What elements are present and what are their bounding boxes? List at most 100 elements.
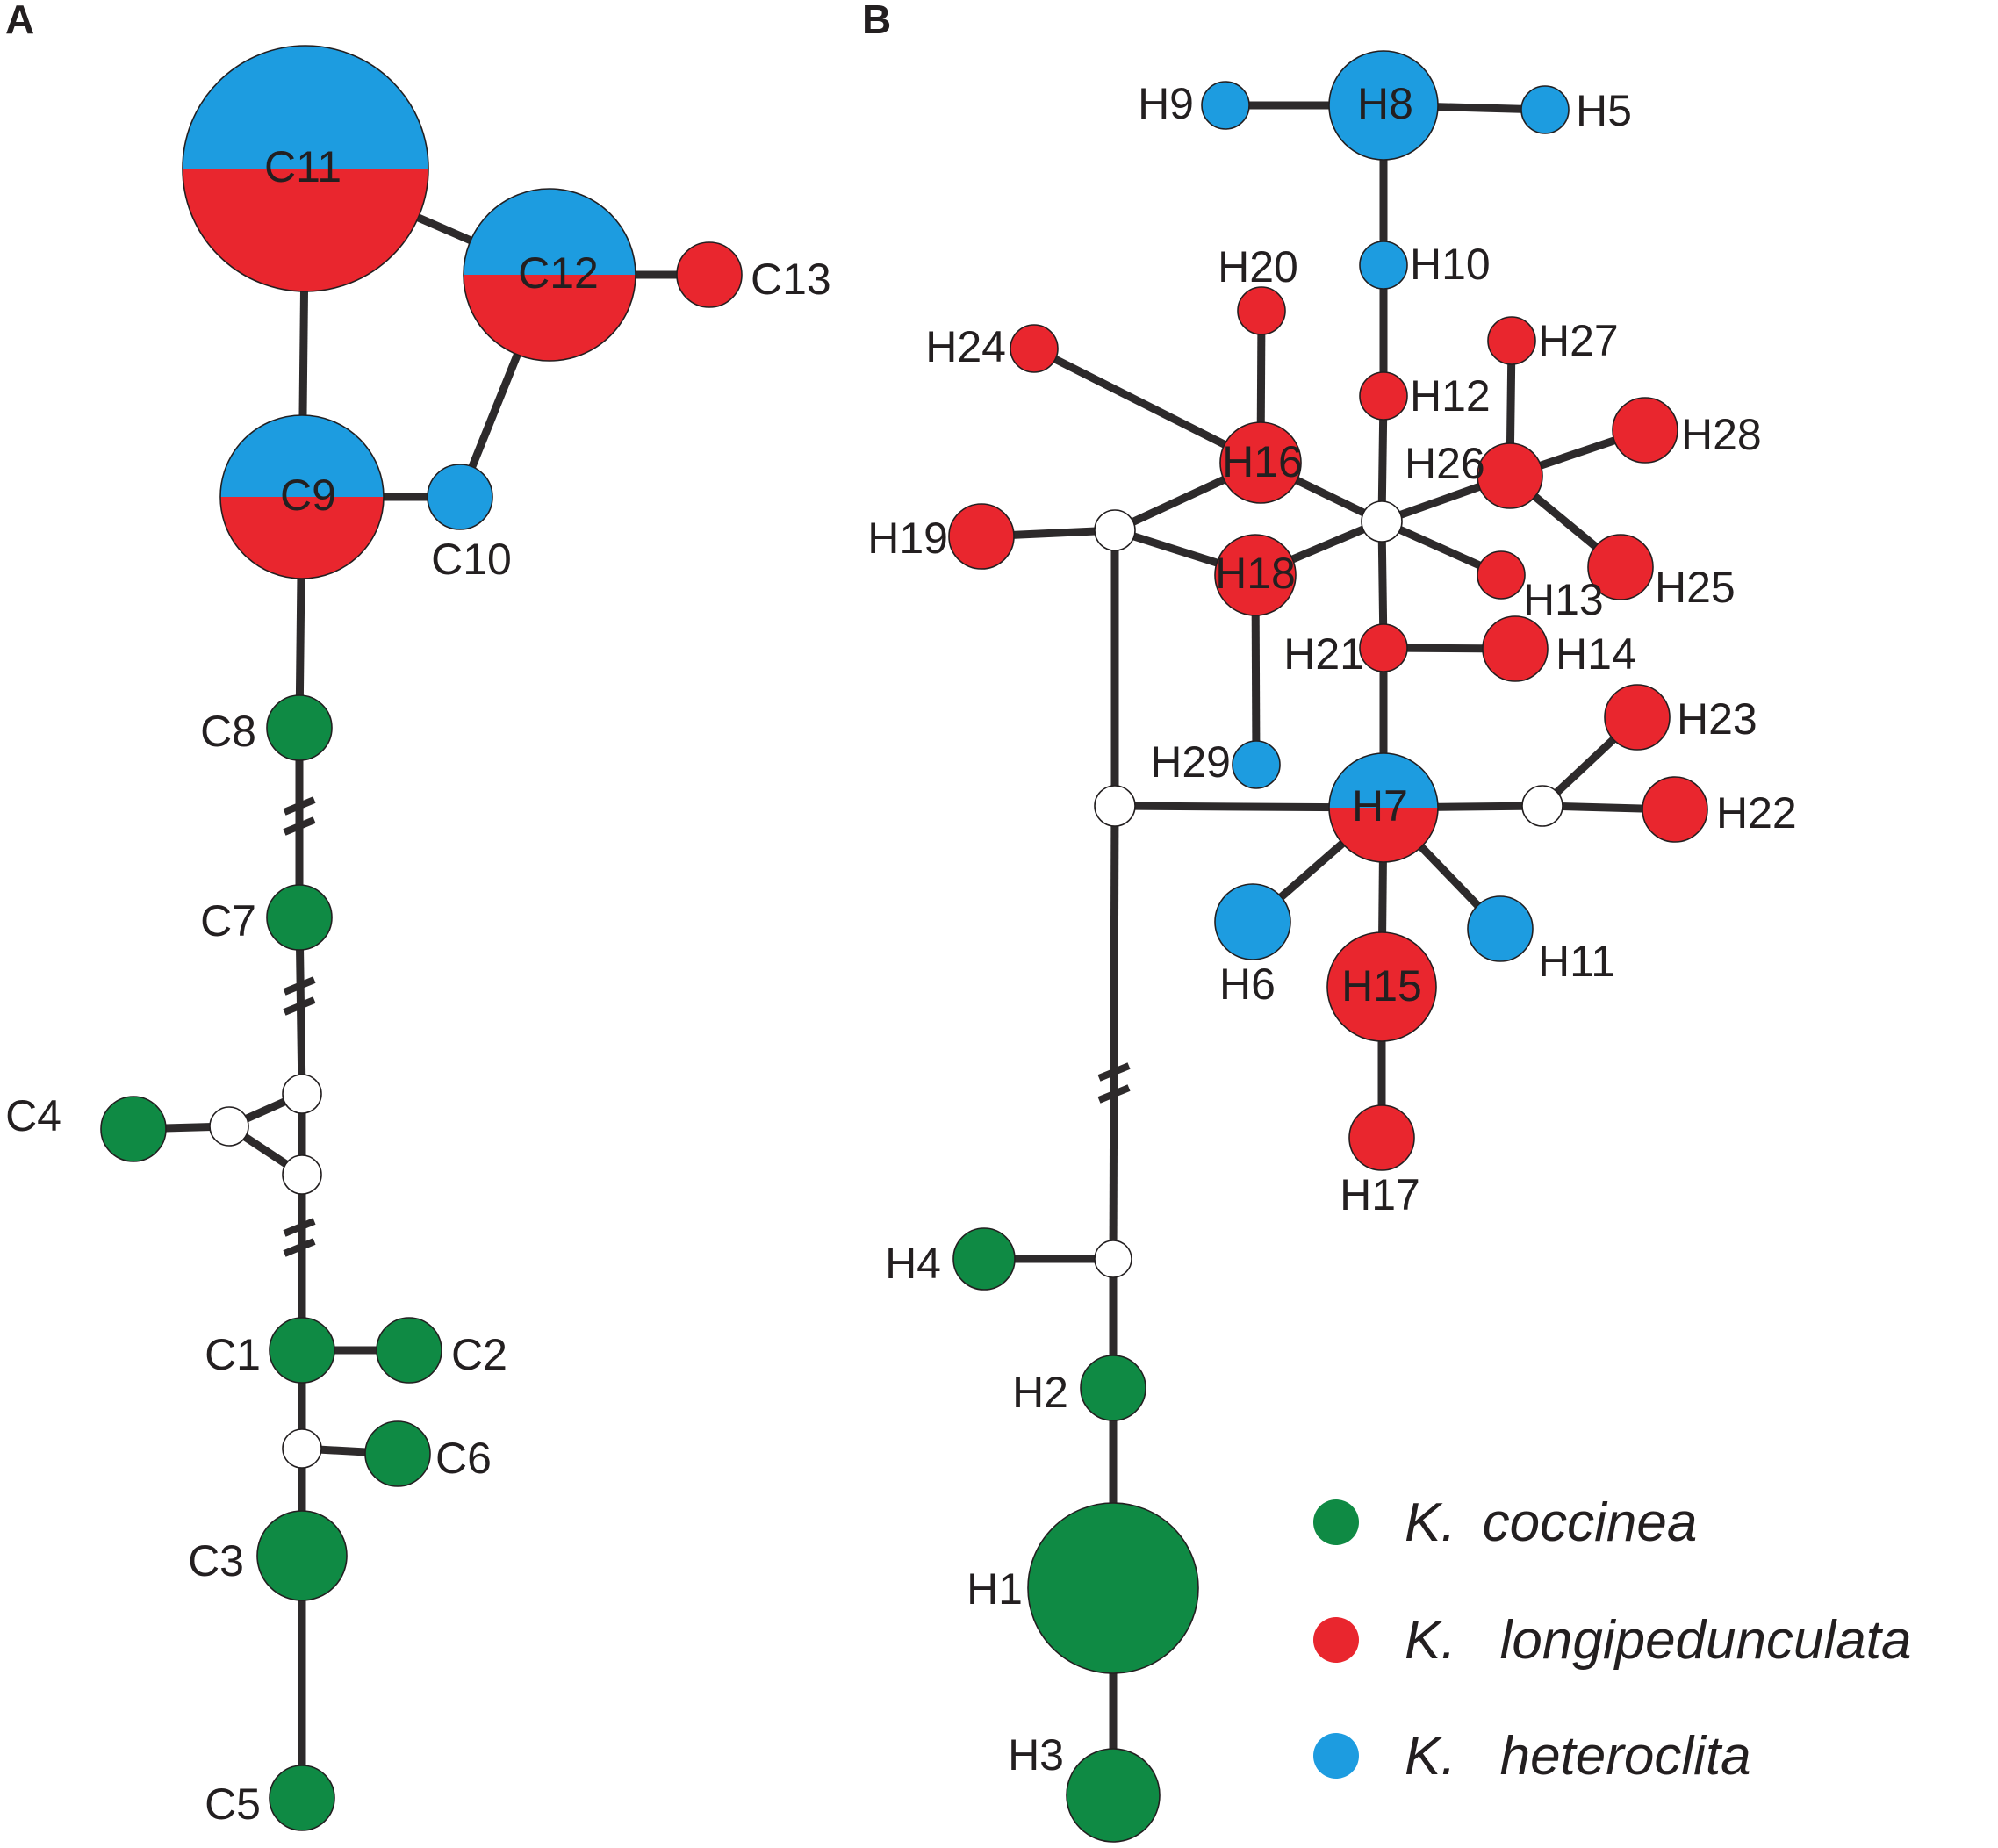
node-circle bbox=[1348, 1104, 1415, 1171]
legend-genus-longipedunculata: K. bbox=[1405, 1610, 1456, 1671]
node-circle bbox=[1232, 740, 1281, 789]
median-vertex bbox=[1094, 1240, 1132, 1278]
haplotype-label-h22: H22 bbox=[1716, 788, 1797, 838]
haplotype-node-h28 bbox=[1612, 397, 1678, 464]
panel-a-letter: A bbox=[5, 0, 34, 42]
haplotype-node-c7 bbox=[266, 884, 333, 951]
haplotype-label-h1: H1 bbox=[967, 1564, 1023, 1614]
node-circle bbox=[1487, 316, 1536, 365]
node-circle bbox=[1477, 550, 1526, 600]
haplotype-label-c7: C7 bbox=[200, 896, 256, 946]
node-circle bbox=[1359, 371, 1408, 421]
legend-item-coccinea: K. coccinea bbox=[1313, 1492, 1697, 1553]
legend-swatch-coccinea bbox=[1313, 1499, 1359, 1545]
node-circle bbox=[1219, 421, 1302, 504]
node-upper-half bbox=[1329, 753, 1438, 808]
median-vertex bbox=[1361, 500, 1403, 543]
haplotype-node-h1 bbox=[1027, 1502, 1199, 1674]
node-circle bbox=[1066, 1748, 1161, 1843]
haplotype-node-c1 bbox=[269, 1317, 335, 1384]
haplotype-node-c13 bbox=[676, 241, 743, 308]
node-circle bbox=[1359, 623, 1408, 672]
legend-species-longipedunculata: longipedunculata bbox=[1500, 1610, 1912, 1671]
haplotype-label-h19: H19 bbox=[867, 514, 948, 563]
haplotype-node-h22 bbox=[1642, 776, 1708, 843]
haplotype-label-h21: H21 bbox=[1283, 629, 1364, 679]
node-lower-half bbox=[464, 275, 636, 361]
legend-genus-coccinea: K. bbox=[1405, 1492, 1456, 1553]
haplotype-node-h24 bbox=[1010, 324, 1059, 373]
haplotype-label-h26: H26 bbox=[1405, 439, 1485, 488]
svg-text:K.heteroclita: K.heteroclita bbox=[1405, 1726, 1751, 1787]
node-upper-half bbox=[464, 189, 636, 275]
panel-b-letter: B bbox=[862, 0, 891, 42]
node-circle bbox=[1201, 81, 1250, 130]
legend-item-longipedunculata: K. longipedunculata bbox=[1313, 1610, 1911, 1671]
node-circle bbox=[1477, 442, 1543, 509]
haplotype-node-h2 bbox=[1080, 1355, 1146, 1421]
haplotype-label-h4: H4 bbox=[885, 1239, 941, 1288]
haplotype-label-c3: C3 bbox=[188, 1536, 244, 1586]
haplotype-label-h9: H9 bbox=[1138, 79, 1194, 128]
haplotype-node-h16 bbox=[1219, 421, 1302, 504]
haplotype-label-h8: H8 bbox=[1357, 79, 1413, 128]
haplotype-label-h13: H13 bbox=[1523, 575, 1604, 624]
haplotype-node-h4 bbox=[952, 1227, 1016, 1291]
node-circle bbox=[266, 884, 333, 951]
node-outline bbox=[463, 188, 636, 362]
haplotype-label-c13: C13 bbox=[751, 255, 831, 304]
haplotype-node-h25 bbox=[1587, 534, 1654, 600]
haplotype-node-h21 bbox=[1359, 623, 1408, 672]
haplotype-label-h25: H25 bbox=[1655, 563, 1736, 612]
haplotype-node-h20 bbox=[1237, 286, 1286, 335]
haplotype-node-h7 bbox=[1328, 752, 1439, 863]
haplotype-node-h5 bbox=[1520, 85, 1570, 134]
haplotype-label-c11: C11 bbox=[264, 142, 341, 191]
haplotype-node-h29 bbox=[1232, 740, 1281, 789]
haplotype-label-c12: C12 bbox=[518, 248, 599, 298]
node-circle bbox=[1467, 895, 1534, 962]
haplotype-node-h13 bbox=[1477, 550, 1526, 600]
haplotype-node-c6 bbox=[364, 1420, 431, 1487]
haplotype-node-h26 bbox=[1477, 442, 1543, 509]
node-circle bbox=[1237, 286, 1286, 335]
haplotype-label-h28: H28 bbox=[1681, 410, 1762, 459]
legend-genus-heteroclita: K. bbox=[1405, 1726, 1456, 1787]
break-mark bbox=[1097, 1062, 1131, 1082]
median-vertex bbox=[282, 1074, 322, 1114]
haplotype-node-h18 bbox=[1214, 534, 1297, 616]
haplotype-label-h2: H2 bbox=[1012, 1368, 1068, 1417]
node-circle bbox=[266, 694, 333, 761]
haplotype-node-c8 bbox=[266, 694, 333, 761]
haplotype-node-c5 bbox=[269, 1765, 335, 1831]
haplotype-node-h10 bbox=[1359, 241, 1408, 290]
node-lower-half bbox=[1329, 808, 1438, 862]
haplotype-node-c10 bbox=[427, 464, 493, 530]
break-mark bbox=[283, 816, 316, 836]
haplotype-label-h6: H6 bbox=[1219, 960, 1276, 1009]
legend-swatch-heteroclita bbox=[1313, 1733, 1359, 1779]
haplotype-label-h12: H12 bbox=[1410, 371, 1491, 421]
legend-species-coccinea: coccinea bbox=[1483, 1492, 1698, 1553]
haplotype-node-h17 bbox=[1348, 1104, 1415, 1171]
haplotype-nodes bbox=[100, 45, 1708, 1843]
haplotype-node-h15 bbox=[1326, 931, 1437, 1042]
haplotype-node-h8 bbox=[1328, 50, 1439, 161]
haplotype-node-h6 bbox=[1214, 883, 1291, 960]
svg-text:K.coccinea: K. coccinea bbox=[1405, 1492, 1697, 1553]
node-circle bbox=[1080, 1355, 1146, 1421]
haplotype-label-c1: C1 bbox=[205, 1330, 261, 1379]
median-vertex bbox=[1094, 509, 1136, 551]
haplotype-node-h19 bbox=[948, 503, 1015, 570]
node-upper-half bbox=[220, 415, 384, 497]
node-outline bbox=[182, 45, 429, 292]
node-upper-half bbox=[183, 46, 428, 169]
haplotype-label-c9: C9 bbox=[280, 471, 336, 520]
break-mark bbox=[1097, 1084, 1131, 1104]
haplotype-label-h27: H27 bbox=[1538, 316, 1619, 365]
node-circle bbox=[1010, 324, 1059, 373]
haplotype-label-c2: C2 bbox=[451, 1330, 507, 1379]
legend-swatch-longipedunculata bbox=[1313, 1617, 1359, 1663]
legend-item-heteroclita: K.heteroclita bbox=[1313, 1726, 1751, 1787]
